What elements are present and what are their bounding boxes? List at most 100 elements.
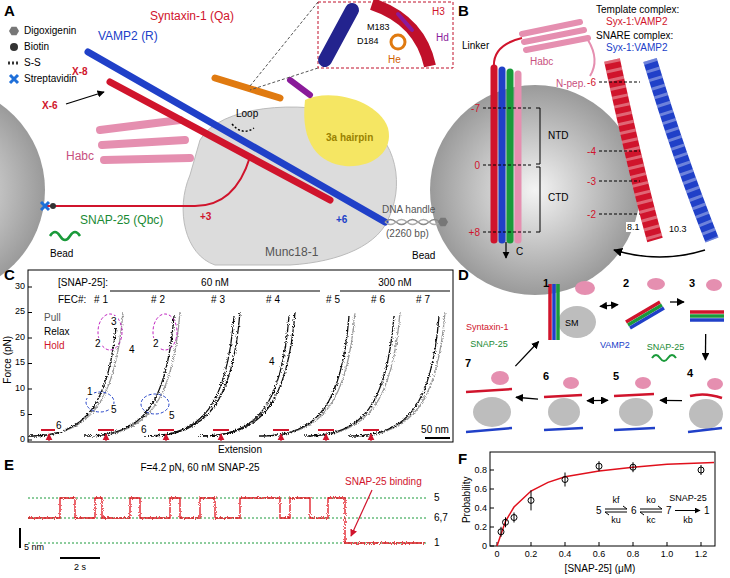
panel-a-art — [232, 124, 254, 131]
text-label: -6 — [587, 77, 596, 89]
text-label: # 3 — [211, 294, 225, 306]
panel-f-art — [630, 464, 636, 470]
panel-d-art — [491, 371, 509, 385]
panel-b-art — [499, 70, 506, 240]
panel-a-art — [438, 218, 448, 227]
panel-a-art — [385, 220, 440, 225]
panel-c-art — [203, 312, 295, 436]
text-label: 2 s — [74, 562, 86, 572]
panel-d-art — [647, 278, 665, 290]
panel-f-art — [698, 467, 704, 473]
panel-b-art — [483, 108, 532, 109]
panel-d-art — [690, 394, 722, 398]
text-label: Relax — [44, 326, 70, 338]
panel-a-art — [102, 140, 185, 145]
panel-b-art — [650, 60, 712, 240]
panel-f-art — [490, 452, 715, 546]
panel-a-art — [391, 35, 405, 49]
text-label: D184 — [356, 36, 380, 46]
panel-letter: C — [4, 266, 15, 283]
panel-d-art — [563, 377, 579, 389]
text-label: 0.8 — [474, 465, 487, 475]
text-label: VAMP2 (R) — [98, 30, 158, 44]
text-label: Bead — [50, 248, 73, 260]
panel-a-art — [9, 27, 19, 36]
text-label: Bead — [412, 250, 435, 262]
panel-b-art — [614, 250, 705, 257]
panel-a-art — [215, 78, 280, 98]
text-label: H3 — [432, 6, 445, 18]
connector — [705, 334, 707, 360]
panel-a-art — [385, 220, 440, 225]
state-number: 3 — [689, 277, 695, 289]
panel-b-art — [483, 22, 712, 258]
text-label: 0.4 — [474, 503, 487, 513]
text-label: 4 — [128, 344, 136, 356]
panel-f-art — [562, 477, 568, 483]
panel-f-art — [497, 542, 701, 546]
panel-a-art — [372, 4, 430, 66]
panel-c-art — [325, 434, 326, 441]
text-label: Syntaxin-1 (Qa) — [150, 10, 234, 24]
text-label: 30 — [15, 281, 25, 291]
panel-a-art — [8, 62, 20, 65]
text-label: 3a hairpin — [326, 132, 373, 144]
panel-f-art — [528, 497, 534, 503]
text-label: Extension — [218, 444, 262, 456]
text-label: DNA handle — [382, 204, 435, 216]
text-label: F=4.2 pN, 60 nM SNAP-25 — [140, 462, 259, 474]
text-label: SNAP-25 binding — [345, 476, 422, 488]
panel-a-art — [10, 75, 18, 83]
text-label: Hold — [44, 340, 65, 352]
text-label: Syx-1:VAMP2 — [606, 16, 668, 28]
panel-d-art — [635, 377, 651, 389]
text-label: SM — [565, 318, 579, 328]
text-label: Pull — [44, 312, 61, 324]
text-label: Habc — [66, 150, 94, 164]
panel-c-art — [304, 316, 394, 436]
panel-e-art — [19, 528, 21, 548]
panel-f-art — [503, 519, 509, 525]
text-label: 6 — [55, 420, 63, 432]
panel-d-art — [614, 394, 654, 396]
state-number: 1 — [543, 277, 549, 289]
text-label: (2260 bp) — [386, 228, 429, 240]
text-label: # 1 — [94, 294, 108, 306]
panel-d-art — [466, 389, 512, 392]
text-label: 1 — [434, 537, 440, 549]
panel-a-art — [430, 85, 640, 295]
text-label: M183 — [366, 22, 391, 32]
text-label: -3 — [587, 176, 596, 188]
panel-c-art — [48, 434, 49, 441]
panel-e-art — [28, 498, 428, 543]
panel-f-art — [511, 515, 517, 521]
text-label: 2 — [152, 338, 160, 350]
text-label: 6 — [140, 424, 148, 436]
panel-b-art — [505, 242, 506, 258]
panel-c-art — [105, 434, 106, 441]
panel-d-art — [548, 398, 580, 426]
panel-c-art — [31, 312, 123, 436]
text-label: 1 — [704, 505, 710, 517]
text-label: S-S — [24, 57, 41, 69]
panel-c-art — [165, 434, 166, 441]
text-label: 5 — [434, 492, 440, 504]
state-number: 6 — [543, 370, 549, 382]
text-label: 7 — [666, 505, 672, 517]
edge-label: SNAP-25 — [469, 339, 509, 349]
text-label: 6 — [631, 505, 637, 517]
panel-b-art — [599, 82, 640, 83]
panel-d-art — [466, 278, 724, 432]
text-label: 10.3 — [668, 224, 688, 234]
state-box: 3 — [686, 272, 726, 332]
connector — [516, 397, 538, 399]
text-label: # 2 — [151, 294, 165, 306]
text-label: 0.6 — [593, 549, 606, 559]
text-label: SNARE complex: — [596, 30, 673, 42]
text-label: He — [388, 54, 401, 66]
panel-d-art — [690, 314, 724, 318]
panel-a-art — [318, 2, 453, 68]
text-label: NTD — [548, 130, 569, 142]
panel-b-art — [612, 60, 655, 240]
text-label: [SNAP-25] (μM) — [565, 563, 636, 575]
